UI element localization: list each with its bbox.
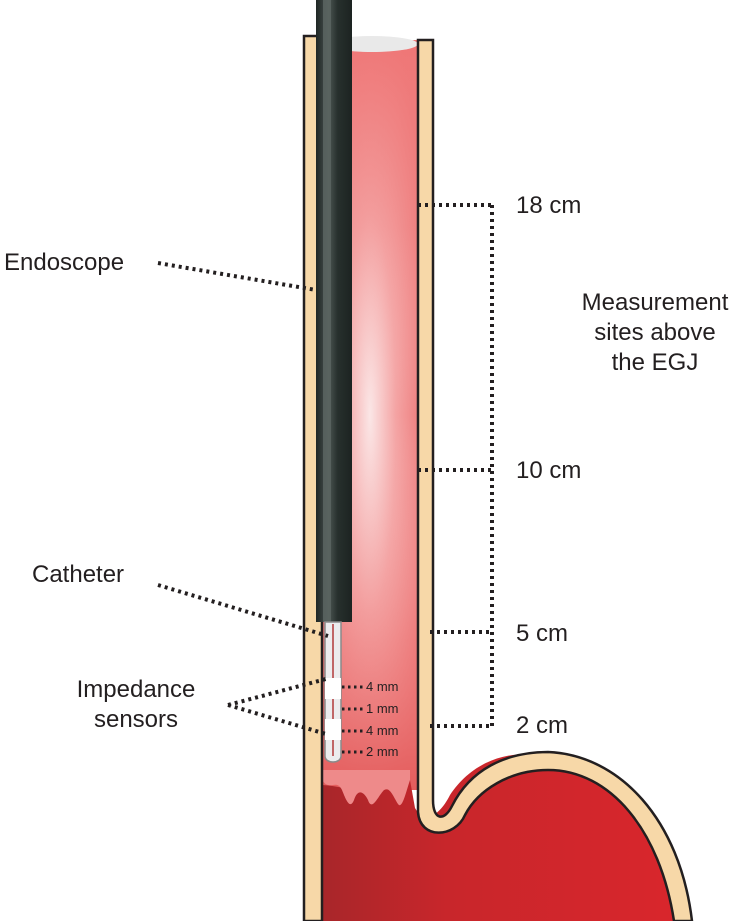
measurement-label-line3: the EGJ [611, 349, 699, 376]
spacing-label-3: 4 mm [366, 723, 399, 738]
impedance-sensor-lower [325, 719, 341, 740]
measurement-label-line2: sites above [594, 319, 716, 346]
impedance-label-line2: sensors [93, 706, 179, 733]
site-label-2cm: 2 cm [516, 712, 569, 739]
sensor-leader-upper [227, 677, 327, 707]
endoscope-inner-channel [323, 0, 331, 622]
site-label-10cm: 10 cm [516, 457, 582, 484]
impedance-sensor-upper [325, 678, 341, 699]
catheter-leader [157, 583, 329, 638]
stomach [322, 753, 678, 921]
measurement-label-line1: Measurement [581, 289, 729, 316]
endoscope-label: Endoscope [4, 249, 125, 276]
spacing-label-4: 2 mm [366, 744, 399, 759]
catheter-label: Catheter [32, 561, 125, 588]
endoscope-shaft [316, 0, 352, 622]
endoscope-leader [157, 261, 317, 292]
esophageal-wall-right [416, 38, 694, 921]
spacing-label-2: 1 mm [366, 701, 399, 716]
site-label-18cm: 18 cm [516, 192, 582, 219]
sensor-leader-lower [227, 703, 327, 736]
mucosal-folds [322, 770, 410, 806]
impedance-label-line1: Impedance [76, 676, 196, 703]
spacing-label-1: 4 mm [366, 679, 399, 694]
site-label-5cm: 5 cm [516, 620, 569, 647]
measurement-sites-label: Measurement sites above the EGJ [560, 288, 750, 378]
impedance-sensors-label: Impedance sensors [56, 675, 216, 735]
